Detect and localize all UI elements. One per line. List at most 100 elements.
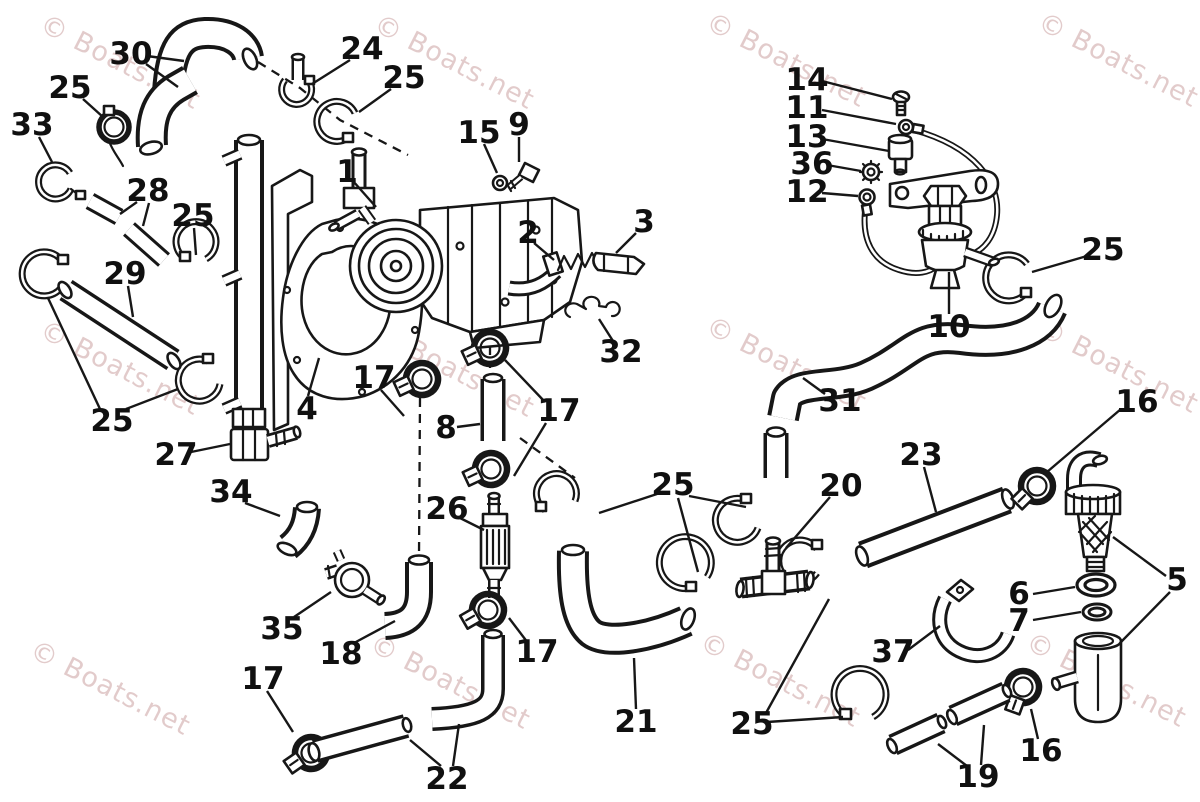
leader-line-part-24 [311,58,351,86]
part-label-21: 21 [614,704,657,740]
leader-line-part-25 [1031,254,1088,274]
leader-line-part-6 [1032,585,1076,596]
leader-line-part-5 [1112,536,1167,577]
leader-line-part-25 [46,297,102,410]
part-label-25: 25 [651,467,694,503]
leader-line-part-19 [937,743,968,767]
part-label-20: 20 [819,468,862,504]
hose-22-straight [307,714,413,763]
assembly-dashed-line [417,397,422,557]
part-label-33: 33 [10,107,53,143]
mounting-plate [270,168,314,432]
clamp-part-24 [278,52,316,108]
strap-clamp-25 [96,104,132,168]
part-label-34: 34 [209,474,252,510]
leader-line-part-25 [688,494,747,509]
assembly-dashed-line [519,437,576,479]
t-fitting-part-20 [735,536,815,599]
hose-clamp-17 [460,328,510,368]
screw-part-9 [505,161,541,193]
part-label-32: 32 [599,334,642,370]
hose-part-8 [480,372,506,441]
leader-line-part-22 [451,723,461,767]
leader-line-part-16 [1046,408,1122,473]
screw-part-14 [891,90,911,117]
connector-part-2 [541,251,600,277]
inline-filter-part-26 [479,491,511,598]
leader-line-part-15 [482,143,499,174]
hose-clamp-17 [458,590,508,630]
hose-28b [123,222,170,267]
part-label-1: 1 [336,154,358,190]
part-label-4: 4 [296,391,318,427]
part-label-35: 35 [260,611,303,647]
part-label-16: 16 [1019,733,1062,769]
part-label-25: 25 [730,706,773,742]
cap-part-13 [887,133,914,176]
leader-line-part-28 [119,201,138,215]
part-label-9: 9 [508,107,530,143]
leader-line-part-29 [126,285,135,318]
leader-line-part-36 [826,163,862,173]
part-label-8: 8 [435,410,457,446]
c-clamp-25 [655,533,715,593]
fuel-pump-part-1 [348,196,584,350]
hose-28a [85,193,124,225]
c-clamp-25 [313,97,359,145]
leader-line-part-26 [459,516,485,532]
c-clamp-25 [982,251,1033,305]
leader-line-part-25 [125,387,179,411]
part-label-2: 2 [517,215,539,251]
leader-line-part-31 [802,377,826,395]
part-label-15: 15 [457,115,500,151]
wire-clip-part-32 [564,295,621,319]
leader-line-part-34 [244,501,281,518]
part-label-37: 37 [871,634,914,670]
watermark-text: © Boats.net [1033,7,1200,114]
part-label-30: 30 [109,36,152,72]
connector-part-3 [592,251,646,276]
c-clamp-25 [172,218,220,263]
part-label-27: 27 [154,437,197,473]
leader-line-part-27 [190,442,231,454]
hose-part-23 [854,486,1016,569]
leader-line-part-17 [504,359,546,403]
leader-line-part-3 [615,232,637,254]
leader-line-part-25 [358,88,392,113]
leader-line-part-22 [409,739,442,767]
assembly-dashed-line [257,61,409,157]
leader-line-part-37 [907,625,941,651]
leader-line-part-25 [766,715,844,724]
part-label-25: 25 [382,60,425,96]
leader-line-part-33 [37,136,54,163]
hose-clamp-17 [461,449,511,489]
star-washer-part-36 [858,159,884,185]
bracket-part-37 [932,578,1016,663]
washer-part-15 [491,174,509,192]
part-label-12: 12 [785,174,828,210]
part-label-17: 17 [352,360,395,396]
elbow-hose-part-18 [383,554,433,640]
hose-clamp-16 [1010,466,1057,511]
part-label-17: 17 [515,634,558,670]
part-label-11: 11 [785,90,828,126]
elbow-hose-part-34 [276,500,321,559]
part-label-18: 18 [319,636,362,672]
check-valve-part-35 [324,549,387,606]
hose-19b [945,681,1013,727]
part-label-24: 24 [340,31,383,67]
leader-line-part-8 [456,422,481,429]
c-clamp-25 [18,248,70,300]
leader-line-part-11 [821,108,897,126]
diagram-artwork [18,17,1123,775]
leader-line-part-2 [533,242,555,261]
part-label-17: 17 [241,661,284,697]
pump-inlet-fitting [328,147,377,232]
leader-line-part-25 [192,227,198,256]
part-label-7: 7 [1008,603,1030,639]
leader-line-part-5 [1120,591,1171,643]
part-label-28: 28 [126,173,169,209]
hose-part-21 [556,543,697,655]
